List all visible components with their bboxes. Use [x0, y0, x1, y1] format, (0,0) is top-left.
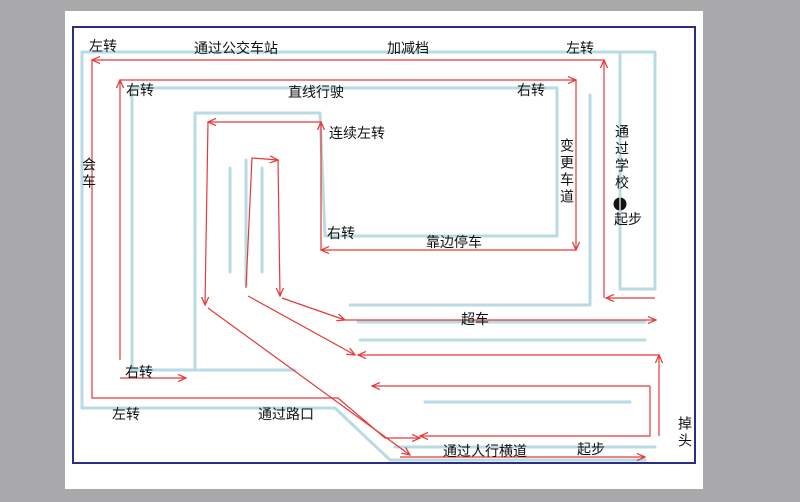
label-pass-intersection: 通过路口	[258, 407, 314, 423]
label-left-turn-top-left: 左转	[89, 39, 117, 55]
route-diagonal-to-mid	[247, 295, 355, 355]
road-inner-ring	[130, 86, 297, 372]
label-start-right: 起步	[614, 212, 642, 228]
route-center-loop-down	[278, 159, 280, 296]
road-outer-top	[80, 50, 647, 462]
label-pass-school: 通过学校	[613, 124, 629, 192]
label-right-turn-center: 右转	[327, 226, 355, 242]
road-continuous-left	[193, 111, 327, 238]
road-outer-loop	[618, 50, 657, 291]
road-lines	[80, 50, 657, 462]
label-right-turn-inner-left: 右转	[126, 83, 154, 99]
label-left-turn-bottom-left: 左转	[112, 407, 140, 423]
label-pass-bus-stop: 通过公交车站	[194, 40, 278, 57]
label-start-bottom: 起步	[577, 442, 605, 458]
label-add-gear: 加减档	[387, 41, 429, 57]
route-crossing-down	[420, 386, 651, 436]
label-right-turn-bottom-left: 右转	[125, 365, 153, 381]
route-center-loop	[245, 158, 278, 289]
label-left-turn-top-right: 左转	[566, 41, 594, 57]
diagram-border	[72, 26, 696, 464]
label-straight-driving: 直线行驶	[288, 84, 344, 101]
label-u-turn: 掉头	[676, 416, 692, 450]
road-lane-change-right	[348, 93, 592, 307]
label-pull-over: 靠边停车	[426, 234, 482, 251]
label-pass-crosswalk: 通过人行横道	[443, 444, 527, 460]
label-continuous-left-turn: 连续左转	[329, 125, 385, 142]
label-overtake: 超车	[461, 311, 489, 328]
label-lane-change: 变更车道	[558, 138, 574, 206]
route-outer-left	[91, 60, 420, 438]
label-right-turn-inner-right: 右转	[517, 83, 545, 99]
road-inner-top	[130, 86, 559, 238]
route-diagonal-to-crosswalk	[207, 307, 410, 455]
label-meeting-cars: 会车	[80, 157, 96, 191]
route-overtake-diagonal	[281, 297, 345, 320]
route-continuous-left-down	[205, 121, 208, 305]
route-lines	[92, 60, 659, 457]
labels: 左转 通过公交车站 加减档 左转 右转 直线行驶 右转 连续左转 变更车道 通过…	[80, 39, 692, 460]
start-point-icon	[613, 197, 627, 211]
